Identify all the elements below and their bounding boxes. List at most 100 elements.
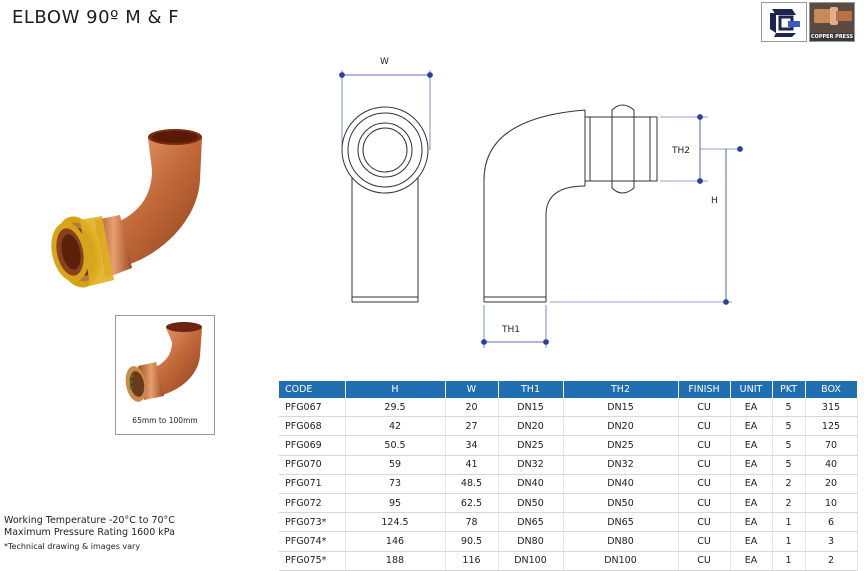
dimension-th2-label: TH2 [671, 146, 690, 156]
cell-th1: DN40 [498, 474, 564, 494]
cell-w: 27 [445, 416, 499, 437]
cell-box: 3 [805, 531, 858, 552]
column-header-h: H [345, 381, 446, 398]
cell-code: PFG071 [279, 474, 346, 494]
cell-finish: CU [678, 435, 731, 456]
cell-th1: DN50 [498, 493, 564, 514]
dimension-w-label: W [380, 57, 389, 67]
column-header-unit: UNIT [730, 381, 773, 398]
copper-press-label: COPPER PRESS [810, 34, 854, 40]
cell-box: 125 [805, 416, 858, 437]
notes: Working Temperature -20°C to 70°C Maximu… [4, 515, 175, 553]
cell-h: 188 [345, 551, 446, 571]
cell-unit: EA [730, 531, 773, 552]
copper-fitting-icon [810, 3, 854, 33]
working-temperature-note: Working Temperature -20°C to 70°C [4, 515, 175, 526]
max-pressure-note: Maximum Pressure Rating 1600 kPa [4, 527, 175, 538]
dimension-h-label: H [711, 196, 718, 206]
cell-th2: DN32 [563, 455, 679, 475]
cell-pkt: 5 [772, 435, 806, 456]
cell-code: PFG074* [279, 531, 346, 552]
page-title: ELBOW 90º M & F [12, 7, 180, 28]
cell-pkt: 5 [772, 455, 806, 475]
cell-finish: CU [678, 551, 731, 571]
cell-th2: DN20 [563, 416, 679, 437]
dimension-th1-label: TH1 [501, 325, 520, 335]
cell-pkt: 5 [772, 416, 806, 437]
cell-pkt: 2 [772, 493, 806, 514]
cell-pkt: 2 [772, 474, 806, 494]
cell-code: PFG075* [279, 551, 346, 571]
cell-w: 34 [445, 435, 499, 456]
elbow-inner-curve [545, 185, 586, 302]
cell-unit: EA [730, 493, 773, 514]
cell-unit: EA [730, 435, 773, 456]
cell-th1: DN15 [498, 398, 564, 418]
cell-w: 62.5 [445, 493, 499, 514]
cell-box: 40 [805, 455, 858, 475]
cell-box: 10 [805, 493, 858, 514]
end-view-outer-circle [341, 106, 429, 194]
cell-code: PFG072 [279, 493, 346, 514]
technical-drawing: W TH1 TH2 H [339, 57, 743, 348]
cell-w: 48.5 [445, 474, 499, 494]
cell-w: 20 [445, 398, 499, 418]
cell-finish: CU [678, 512, 731, 533]
cell-box: 20 [805, 474, 858, 494]
cell-h: 124.5 [345, 512, 446, 533]
table-header-row: CODE H W TH1 TH2 FINISH UNIT PKT BOX [279, 381, 858, 398]
column-header-box: BOX [805, 381, 858, 398]
cell-code: PFG068 [279, 416, 346, 437]
cell-th2: DN15 [563, 398, 679, 418]
cell-th2: DN50 [563, 493, 679, 514]
cell-th2: DN65 [563, 512, 679, 533]
cell-th1: DN100 [498, 551, 564, 571]
cell-code: PFG069 [279, 435, 346, 456]
column-header-finish: FINISH [678, 381, 731, 398]
cell-unit: EA [730, 512, 773, 533]
cell-w: 90.5 [445, 531, 499, 552]
cell-th1: DN65 [498, 512, 564, 533]
cell-h: 59 [345, 455, 446, 475]
cell-unit: EA [730, 398, 773, 418]
cell-h: 95 [345, 493, 446, 514]
cell-h: 29.5 [345, 398, 446, 418]
copper-press-logo: COPPER PRESS [809, 2, 855, 42]
cell-finish: CU [678, 474, 731, 494]
cell-unit: EA [730, 551, 773, 571]
cell-th2: DN100 [563, 551, 679, 571]
column-header-th2: TH2 [563, 381, 679, 398]
cell-pkt: 1 [772, 512, 806, 533]
cell-code: PFG067 [279, 398, 346, 418]
cell-th2: DN80 [563, 531, 679, 552]
disclaimer-note: *Technical drawing & images vary [4, 542, 141, 551]
cell-box: 315 [805, 398, 858, 418]
column-header-code: CODE [279, 381, 346, 398]
cell-th1: DN80 [498, 531, 564, 552]
cell-unit: EA [730, 455, 773, 475]
cell-finish: CU [678, 531, 731, 552]
column-header-w: W [445, 381, 499, 398]
thumbnail-caption: 65mm to 100mm [132, 416, 198, 425]
cell-h: 146 [345, 531, 446, 552]
column-header-th1: TH1 [498, 381, 564, 398]
cell-w: 41 [445, 455, 499, 475]
column-header-pkt: PKT [772, 381, 806, 398]
cell-finish: CU [678, 416, 731, 437]
large-elbow-photo [125, 322, 202, 402]
cell-h: 50.5 [345, 435, 446, 456]
cell-unit: EA [730, 474, 773, 494]
cell-th2: DN25 [563, 435, 679, 456]
cell-box: 70 [805, 435, 858, 456]
cell-pkt: 5 [772, 398, 806, 418]
cell-unit: EA [730, 416, 773, 437]
cell-box: 2 [805, 551, 858, 571]
spec-table: CODE H W TH1 TH2 FINISH UNIT PKT BOX PFG… [279, 381, 858, 571]
